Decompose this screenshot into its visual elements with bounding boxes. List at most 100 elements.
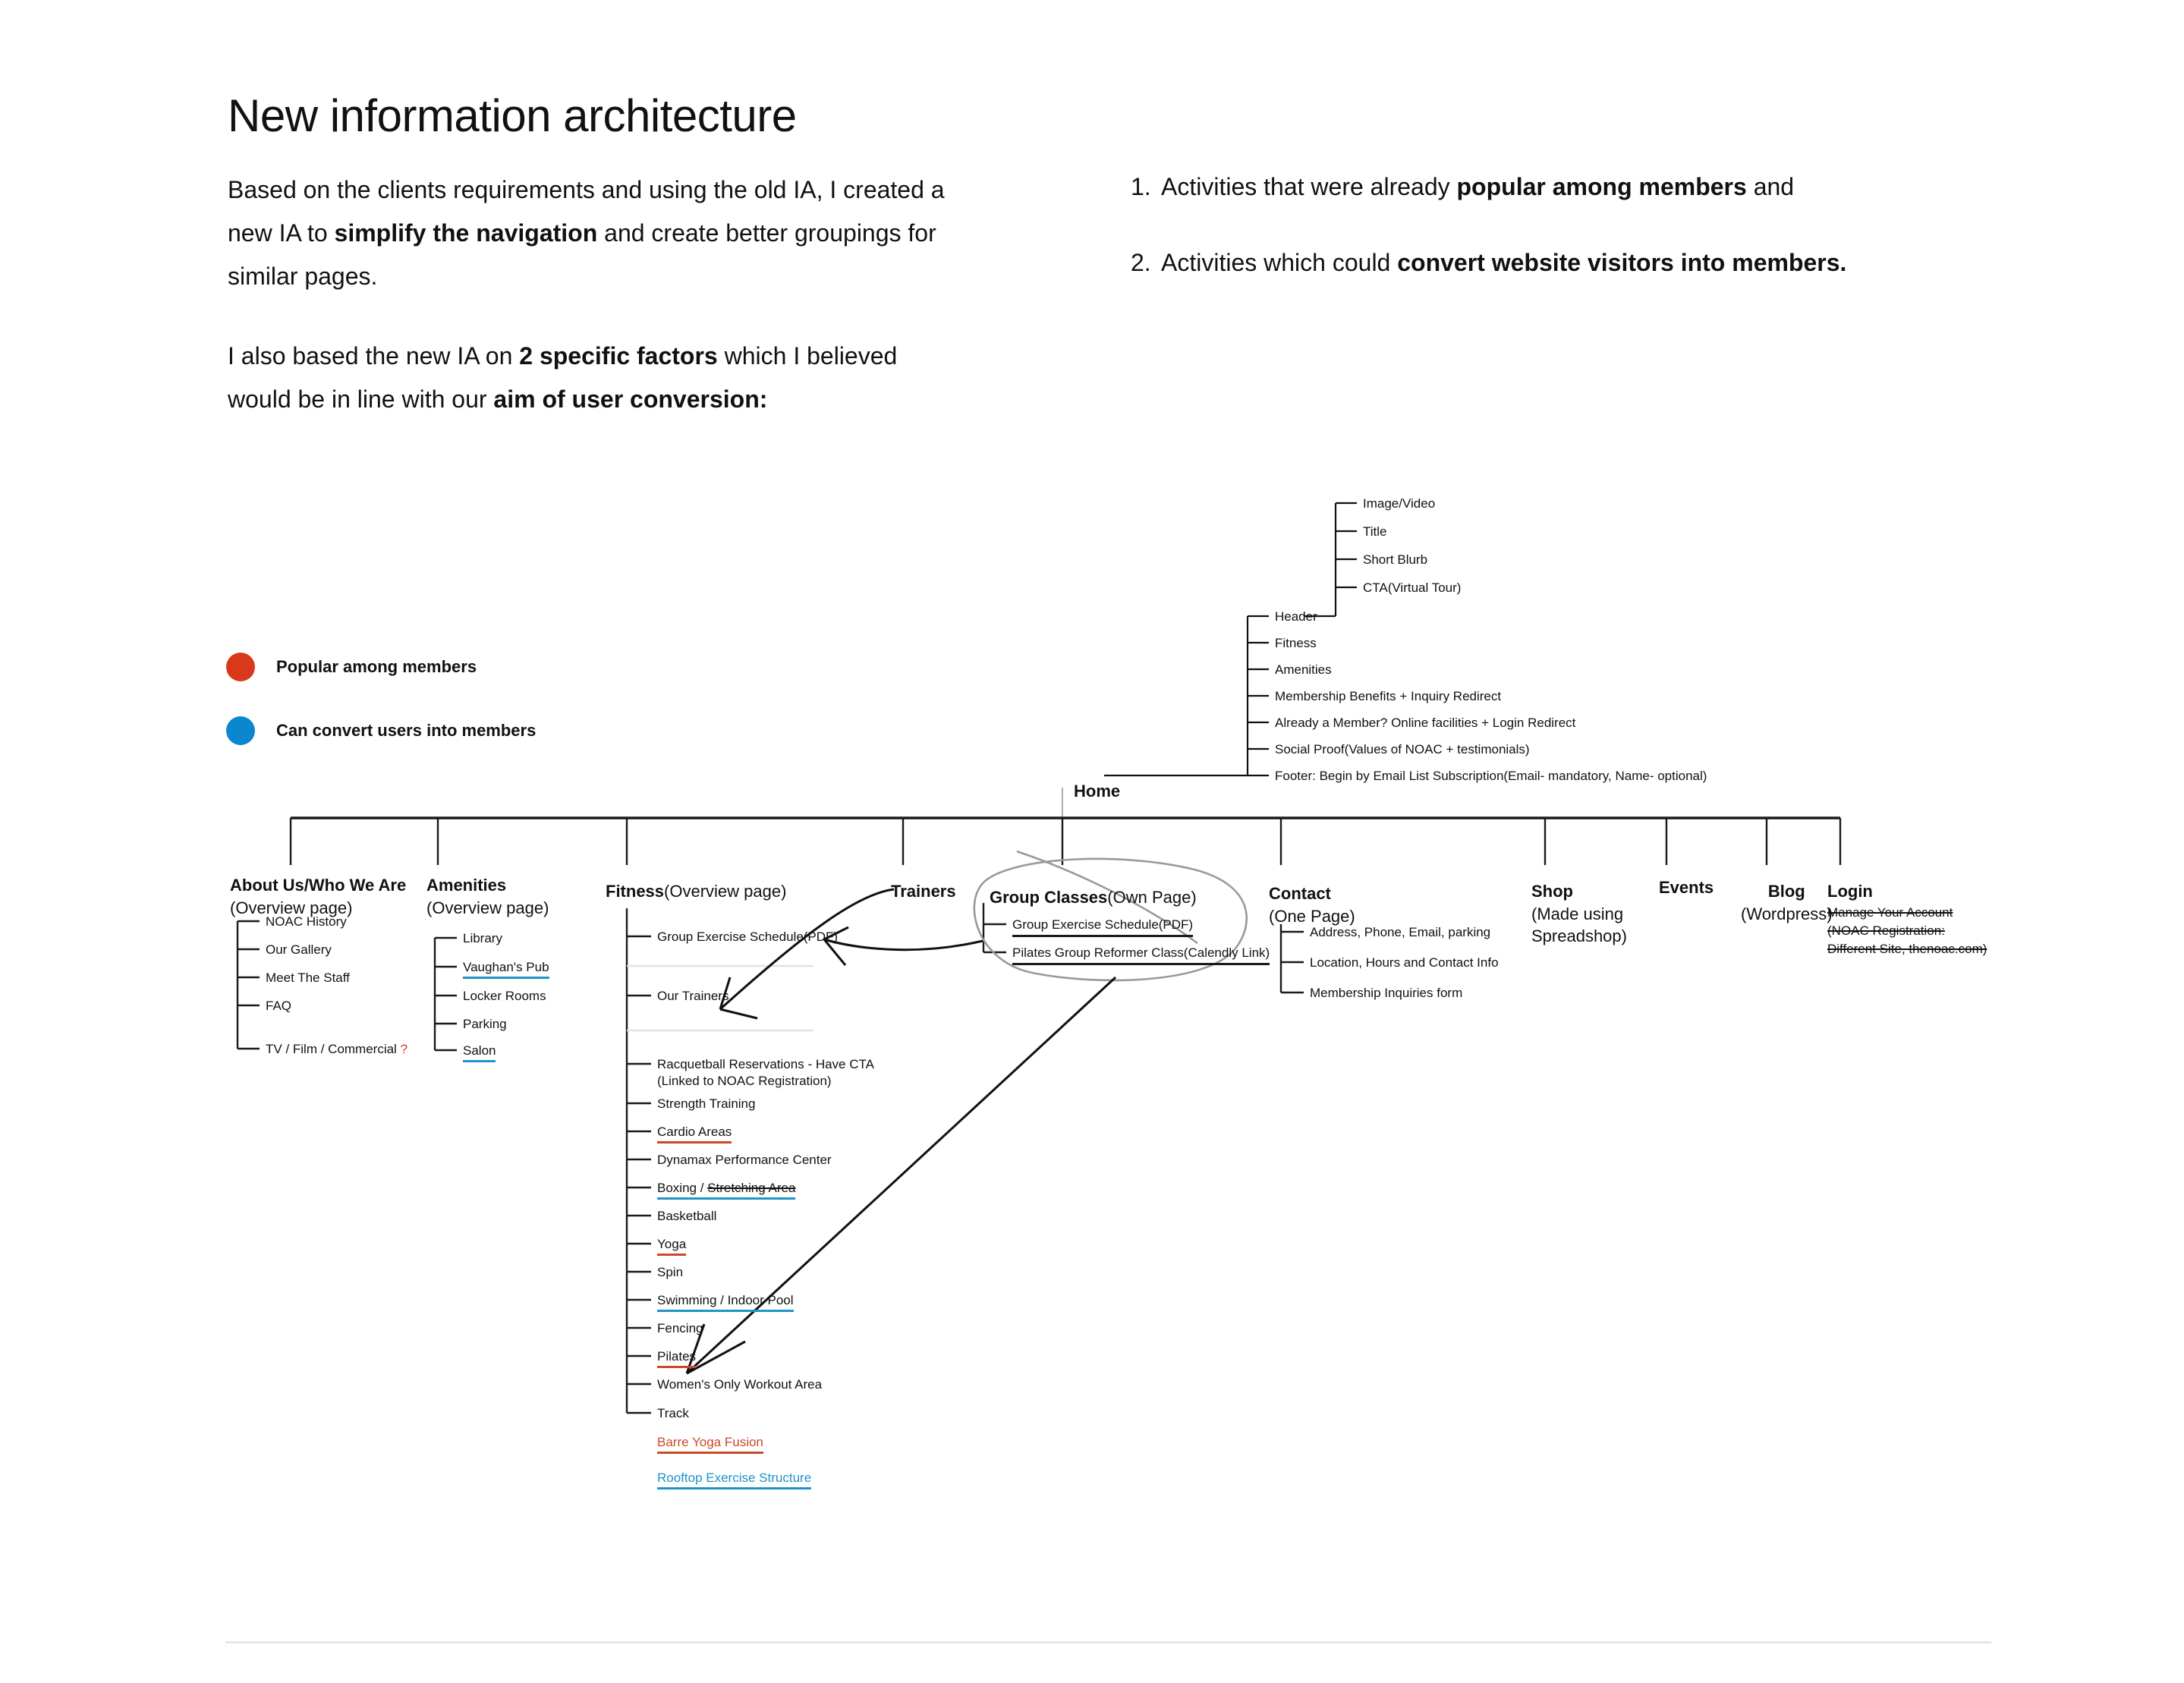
leaf-tv-film-label: TV / Film / Commercial xyxy=(266,1042,401,1056)
node-home[interactable]: Home xyxy=(1074,782,1121,801)
factor-item-1: 1. Activities that were already popular … xyxy=(1131,168,2041,205)
legend-item-popular: Popular among members xyxy=(226,653,536,681)
leaf-boxing-stretching-area[interactable]: Boxing / Stretching Area xyxy=(657,1180,796,1200)
node-shop-subtitle-2: Spreadshop) xyxy=(1531,926,1627,946)
intro-paragraphs: Based on the clients requirements and us… xyxy=(228,168,956,458)
leaf-cta-virtual-tour[interactable]: CTA(Virtual Tour) xyxy=(1363,580,1462,595)
legend-label-convert: Can convert users into members xyxy=(276,721,537,740)
leaf-locker-rooms[interactable]: Locker Rooms xyxy=(463,989,546,1003)
leaf-header[interactable]: Header xyxy=(1275,609,1317,624)
node-shop-title: Shop xyxy=(1531,882,1573,901)
node-amenities-title: Amenities xyxy=(426,876,507,895)
node-login[interactable]: Login xyxy=(1827,882,1873,901)
leaf-already-a-member[interactable]: Already a Member? Online facilities + Lo… xyxy=(1275,716,1576,730)
leaf-cardio-areas-label: Cardio Areas xyxy=(657,1125,732,1143)
node-fitness[interactable]: Fitness(Overview page) xyxy=(606,880,786,903)
leaf-stretching-area-label: Stretching Area xyxy=(707,1181,796,1195)
leaf-racquetball-line1: Racquetball Reservations - Have CTA xyxy=(657,1057,874,1071)
node-trainers[interactable]: Trainers xyxy=(891,882,956,901)
leaf-our-gallery[interactable]: Our Gallery xyxy=(266,942,332,957)
leaf-title[interactable]: Title xyxy=(1363,524,1387,539)
leaf-dynamax-performance-center[interactable]: Dynamax Performance Center xyxy=(657,1153,832,1167)
leaf-basketball[interactable]: Basketball xyxy=(657,1209,717,1223)
leaf-salon-label: Salon xyxy=(463,1043,496,1062)
question-mark-icon: ? xyxy=(400,1042,408,1056)
leaf-our-trainers[interactable]: Our Trainers xyxy=(657,989,729,1003)
leaf-membership-inquiries-form[interactable]: Membership Inquiries form xyxy=(1310,986,1463,1000)
leaf-pilates-group-reformer-class-label: Pilates Group Reformer Class(Calendly Li… xyxy=(1012,945,1270,965)
leaf-cardio-areas[interactable]: Cardio Areas xyxy=(657,1124,732,1143)
leaf-barre-yoga-fusion-label: Barre Yoga Fusion xyxy=(657,1435,763,1454)
leaf-tv-film-commercial[interactable]: TV / Film / Commercial ? xyxy=(266,1041,408,1058)
leaf-meet-the-staff[interactable]: Meet The Staff xyxy=(266,970,350,985)
leaf-pilates[interactable]: Pilates xyxy=(657,1348,697,1368)
legend-dot-blue-icon xyxy=(226,716,255,745)
leaf-spin[interactable]: Spin xyxy=(657,1265,684,1279)
leaf-fitness[interactable]: Fitness xyxy=(1275,636,1317,650)
intro-paragraph-1: Based on the clients requirements and us… xyxy=(228,168,956,298)
node-blog-title: Blog xyxy=(1767,882,1805,901)
leaf-boxing-wrap: Boxing / Stretching Area xyxy=(657,1181,796,1200)
leaf-different-site-thenoac[interactable]: Different Site, thenoac.com) xyxy=(1827,942,1987,956)
intro-paragraph-2: I also based the new IA on 2 specific fa… xyxy=(228,335,956,421)
node-group-classes-title: Group Classes xyxy=(990,888,1108,907)
leaf-location-hours-contact-info[interactable]: Location, Hours and Contact Info xyxy=(1310,955,1499,970)
intro-p1-part-c: and create better groupings for similar … xyxy=(228,219,936,290)
leaf-pilates-label: Pilates xyxy=(657,1349,697,1368)
node-contact-subtitle: (One Page) xyxy=(1269,906,1355,926)
leaf-image-video[interactable]: Image/Video xyxy=(1363,496,1436,511)
leaf-vaughans-pub[interactable]: Vaughan's Pub xyxy=(463,959,549,979)
node-blog[interactable]: Blog (Wordpress) xyxy=(1741,880,1833,925)
node-amenities[interactable]: Amenities (Overview page) xyxy=(426,874,549,919)
leaf-fencing[interactable]: Fencing xyxy=(657,1321,703,1335)
intro-p2-part-c: which I believed would be in line with o… xyxy=(228,341,898,413)
leaf-noac-history[interactable]: NOAC History xyxy=(266,914,347,929)
node-fitness-subtitle: (Overview page) xyxy=(664,882,787,901)
intro-p2-bold-2: aim of user conversion: xyxy=(493,385,768,413)
intro-p2-bold-1: 2 specific factors xyxy=(519,341,718,370)
legend: Popular among members Can convert users … xyxy=(226,653,536,780)
intro-p2-part-a: I also based the new IA on xyxy=(228,341,520,370)
leaf-pilates-group-reformer-class[interactable]: Pilates Group Reformer Class(Calendly Li… xyxy=(1012,945,1270,965)
footer-divider xyxy=(225,1641,1991,1644)
node-contact[interactable]: Contact (One Page) xyxy=(1269,882,1355,927)
leaf-social-proof[interactable]: Social Proof(Values of NOAC + testimonia… xyxy=(1275,742,1530,757)
intro-p1-bold: simplify the navigation xyxy=(334,219,598,247)
leaf-short-blurb[interactable]: Short Blurb xyxy=(1363,552,1428,567)
node-events[interactable]: Events xyxy=(1659,878,1714,897)
leaf-salon[interactable]: Salon xyxy=(463,1043,496,1062)
leaf-parking[interactable]: Parking xyxy=(463,1017,507,1031)
leaf-library[interactable]: Library xyxy=(463,931,502,945)
leaf-racquetball-reservations[interactable]: Racquetball Reservations - Have CTA (Link… xyxy=(657,1056,908,1090)
leaf-yoga[interactable]: Yoga xyxy=(657,1236,687,1256)
node-fitness-title: Fitness xyxy=(606,882,665,901)
leaf-rooftop-exercise-structure[interactable]: Rooftop Exercise Structure xyxy=(657,1470,812,1490)
leaf-swimming-indoor-pool[interactable]: Swimming / Indoor Pool xyxy=(657,1292,794,1312)
legend-dot-red-icon xyxy=(226,653,255,681)
legend-label-popular: Popular among members xyxy=(276,657,477,676)
leaf-amenities[interactable]: Amenities xyxy=(1275,662,1332,677)
node-group-classes[interactable]: Group Classes(Own Page) xyxy=(990,886,1197,909)
leaf-manage-your-account[interactable]: Manage Your Account xyxy=(1827,905,1953,920)
leaf-address-phone-email-parking[interactable]: Address, Phone, Email, parking xyxy=(1310,925,1491,939)
node-shop[interactable]: Shop (Made using Spreadshop) xyxy=(1531,880,1627,948)
leaf-group-exercise-schedule-gc[interactable]: Group Exercise Schedule(PDF) xyxy=(1012,917,1194,937)
node-about-us-subtitle: (Overview page) xyxy=(230,898,353,917)
leaf-faq[interactable]: FAQ xyxy=(266,999,292,1013)
factor-1-part-a: Activities that were already xyxy=(1161,173,1457,200)
factor-number-1: 1. xyxy=(1131,173,1151,200)
node-shop-subtitle-1: (Made using xyxy=(1531,904,1624,923)
leaf-group-exercise-schedule-fitness[interactable]: Group Exercise Schedule(PDF) xyxy=(657,930,839,944)
leaf-footer-email-list[interactable]: Footer: Begin by Email List Subscription… xyxy=(1275,769,1707,783)
leaf-noac-registration[interactable]: (NOAC Registration: xyxy=(1827,923,1945,938)
leaf-racquetball-line2: (Linked to NOAC Registration) xyxy=(657,1074,832,1089)
leaf-strength-training[interactable]: Strength Training xyxy=(657,1096,756,1111)
leaf-rooftop-exercise-structure-label: Rooftop Exercise Structure xyxy=(657,1471,812,1490)
leaf-barre-yoga-fusion[interactable]: Barre Yoga Fusion xyxy=(657,1434,763,1454)
leaf-track[interactable]: Track xyxy=(657,1406,689,1420)
leaf-membership-benefits[interactable]: Membership Benefits + Inquiry Redirect xyxy=(1275,689,1502,703)
leaf-womens-only-workout-area[interactable]: Women's Only Workout Area xyxy=(657,1377,823,1392)
node-about-us[interactable]: About Us/Who We Are (Overview page) xyxy=(230,874,406,919)
